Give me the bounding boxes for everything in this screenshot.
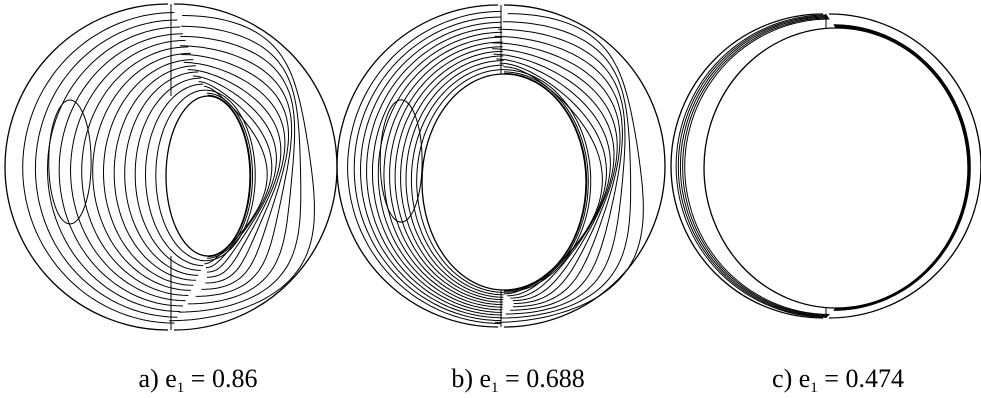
isotherm-right-11 bbox=[180, 35, 296, 305]
isotherm-right-4 bbox=[203, 85, 268, 265]
caption-b-prefix: b) e bbox=[451, 364, 492, 393]
streamline-left-13 bbox=[416, 69, 504, 293]
streamline-left-9 bbox=[394, 50, 504, 303]
caption-c-subscript: 1 bbox=[810, 380, 818, 396]
streamline-left-12 bbox=[144, 83, 204, 267]
caption-b-subscript: 1 bbox=[491, 380, 499, 396]
isotherm-right-4 bbox=[503, 66, 603, 295]
caption-b-equals: = bbox=[498, 364, 527, 393]
isotherm-right-3 bbox=[205, 89, 256, 262]
caption-a-prefix: a) e bbox=[138, 364, 177, 393]
isotherm-right-8 bbox=[183, 61, 286, 284]
caption-a: a) e1 = 0.86 bbox=[48, 364, 348, 396]
streamline-left-13 bbox=[155, 89, 206, 262]
caption-a-value: 0.86 bbox=[211, 364, 258, 393]
caption-c-prefix: c) e bbox=[772, 364, 811, 393]
streamline-left-6 bbox=[377, 36, 503, 311]
streamline-left-1 bbox=[347, 10, 502, 325]
isotherm-right-6 bbox=[192, 75, 277, 273]
isotherm-right-7 bbox=[187, 69, 282, 278]
panel-b-contour-plot bbox=[336, 4, 666, 328]
isotherm-right-13 bbox=[169, 15, 315, 322]
streamline-left-5 bbox=[69, 39, 186, 302]
isotherm-right-5 bbox=[198, 81, 273, 269]
inner-cylinder bbox=[703, 27, 969, 309]
streamline-left-3 bbox=[46, 26, 181, 312]
streamline-left-1 bbox=[22, 12, 175, 324]
isotherm-right-12 bbox=[500, 21, 632, 319]
isotherm-right-11 bbox=[498, 28, 626, 315]
streamline-left-2 bbox=[353, 16, 502, 322]
streamline-left-6 bbox=[81, 46, 189, 296]
isotherm-right-13 bbox=[494, 13, 644, 323]
isotherm-right-6 bbox=[496, 58, 611, 299]
streamline-left-8 bbox=[389, 46, 503, 306]
streamline-left-3 bbox=[679, 16, 829, 317]
streamline-left-11 bbox=[134, 77, 201, 271]
streamline-left-4 bbox=[682, 17, 829, 316]
streamline-left-10 bbox=[400, 55, 504, 301]
caption-b-value: 0.688 bbox=[526, 364, 585, 393]
outer-boundary-left bbox=[670, 13, 824, 319]
caption-c-equals: = bbox=[817, 364, 846, 393]
streamline-left-11 bbox=[405, 60, 504, 298]
caption-b: b) e1 = 0.688 bbox=[368, 364, 668, 396]
streamline-left-8 bbox=[102, 59, 194, 286]
outer-boundary-right bbox=[503, 4, 666, 328]
streamline-left-4 bbox=[58, 33, 184, 307]
streamline-left-9 bbox=[113, 65, 196, 281]
inner-cylinder bbox=[421, 73, 587, 291]
isotherm-right-9 bbox=[492, 42, 621, 308]
streamline-left-3 bbox=[359, 21, 502, 319]
caption-a-equals: = bbox=[184, 364, 212, 393]
panel-a-contour-plot bbox=[4, 3, 338, 331]
streamline-left-7 bbox=[92, 52, 191, 291]
isotherm-right-13 bbox=[833, 24, 971, 311]
isotherm-right-5 bbox=[499, 62, 608, 297]
streamline-left-2 bbox=[677, 15, 828, 318]
isotherm-right-10 bbox=[179, 45, 293, 297]
caption-a-subscript: 1 bbox=[176, 380, 185, 396]
streamline-left-1 bbox=[675, 14, 827, 318]
panel-c-contour-plot bbox=[670, 13, 981, 319]
streamline-left-2 bbox=[34, 19, 178, 318]
streamline-left-12 bbox=[410, 64, 504, 296]
vortex-core-left bbox=[48, 99, 92, 225]
isotherm-right-12 bbox=[178, 25, 302, 313]
caption-c-value: 0.474 bbox=[845, 364, 904, 393]
isotherm-right-8 bbox=[492, 48, 618, 304]
outer-boundary-left bbox=[4, 3, 169, 331]
isotherm-right-9 bbox=[181, 54, 290, 290]
isotherm-right-10 bbox=[494, 35, 623, 311]
isotherm-right-1 bbox=[503, 72, 588, 291]
caption-c: c) e1 = 0.474 bbox=[688, 364, 981, 396]
inner-cylinder bbox=[165, 95, 251, 257]
isotherm-right-7 bbox=[493, 53, 615, 302]
streamline-left-10 bbox=[124, 71, 199, 276]
vortex-core-left bbox=[379, 99, 423, 223]
streamline-left-7 bbox=[383, 41, 503, 308]
streamline-left-5 bbox=[371, 31, 503, 313]
isotherm-right-3 bbox=[503, 69, 592, 293]
outer-boundary-left bbox=[336, 4, 499, 328]
streamline-left-5 bbox=[684, 18, 830, 315]
streamline-left-4 bbox=[366, 26, 503, 316]
